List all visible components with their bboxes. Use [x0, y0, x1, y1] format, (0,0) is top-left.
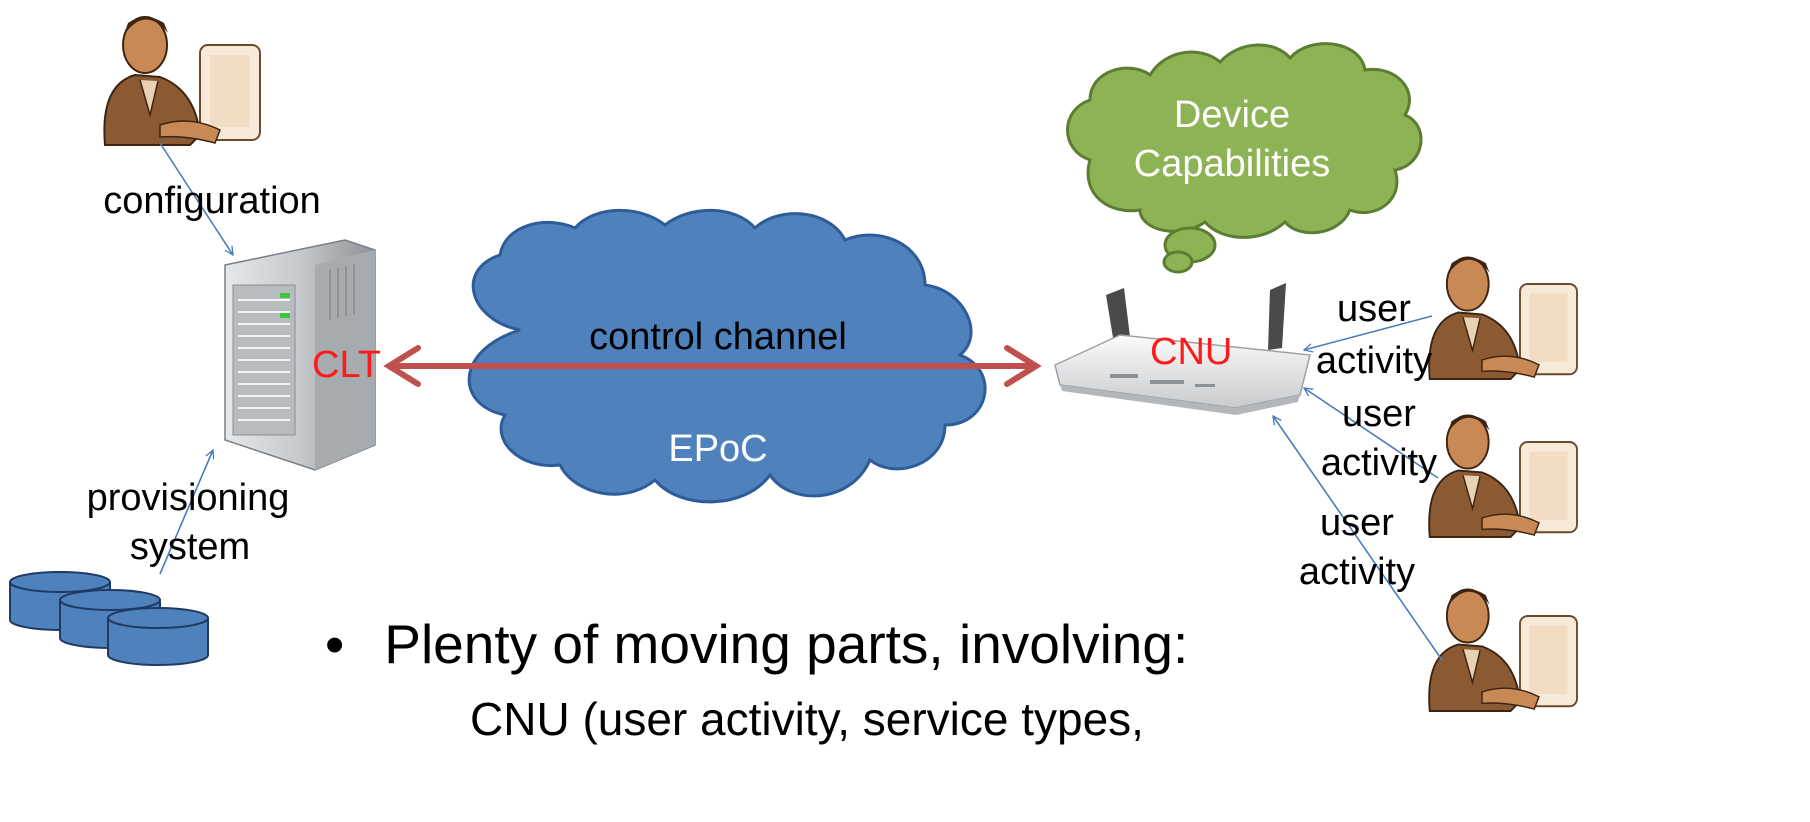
- control-channel-arrow: [383, 345, 1042, 387]
- thought-bubbles: [1162, 226, 1217, 274]
- bullet-sub-text: CNU (user activity, service types,: [470, 693, 1144, 745]
- user-computer-icon-config: [103, 16, 261, 146]
- bullet-main: • Plenty of moving parts, involving:: [325, 612, 1188, 676]
- user-activity-3-line1: user: [1320, 502, 1394, 544]
- bullet-main-text: Plenty of moving parts, involving:: [384, 613, 1189, 675]
- server-icon: [224, 239, 376, 471]
- cnu-label: CNU: [1150, 331, 1233, 373]
- user-computer-icon-3: [1428, 588, 1578, 712]
- bullet-symbol: •: [325, 613, 345, 675]
- user-activity-1-line2: activity: [1315, 340, 1433, 382]
- arrows-thin: [159, 142, 1443, 661]
- bullet-sub: CNU (user activity, service types,: [470, 692, 1144, 746]
- user-activity-1-line1: user: [1337, 288, 1411, 330]
- clt-label: CLT: [312, 344, 381, 386]
- database-icon: [9, 571, 209, 666]
- device-capabilities-line1: Device: [1173, 94, 1291, 136]
- provisioning-arrow: [159, 450, 213, 575]
- control-channel-label: control channel: [589, 316, 847, 358]
- provisioning-label-line1: provisioning: [86, 477, 290, 519]
- provisioning-label-line2: system: [129, 526, 251, 568]
- user-activity-3-line2: activity: [1298, 551, 1416, 593]
- configuration-arrow: [159, 142, 233, 255]
- user-computer-icon-1: [1428, 256, 1578, 380]
- configuration-label: configuration: [103, 180, 321, 222]
- user-activity-arrow-2: [1304, 388, 1439, 479]
- device-capabilities-cloud: [1066, 42, 1423, 239]
- user-activity-arrow-3: [1273, 416, 1443, 661]
- user-computer-icon-2: [1428, 414, 1578, 538]
- epoc-label: EPoC: [668, 428, 768, 470]
- device-capabilities-line2: Capabilities: [1133, 143, 1331, 185]
- user-activity-2-line2: activity: [1320, 442, 1438, 484]
- user-activity-arrow-1: [1304, 315, 1433, 350]
- router-icon: [1054, 283, 1311, 415]
- user-activity-2-line1: user: [1342, 393, 1416, 435]
